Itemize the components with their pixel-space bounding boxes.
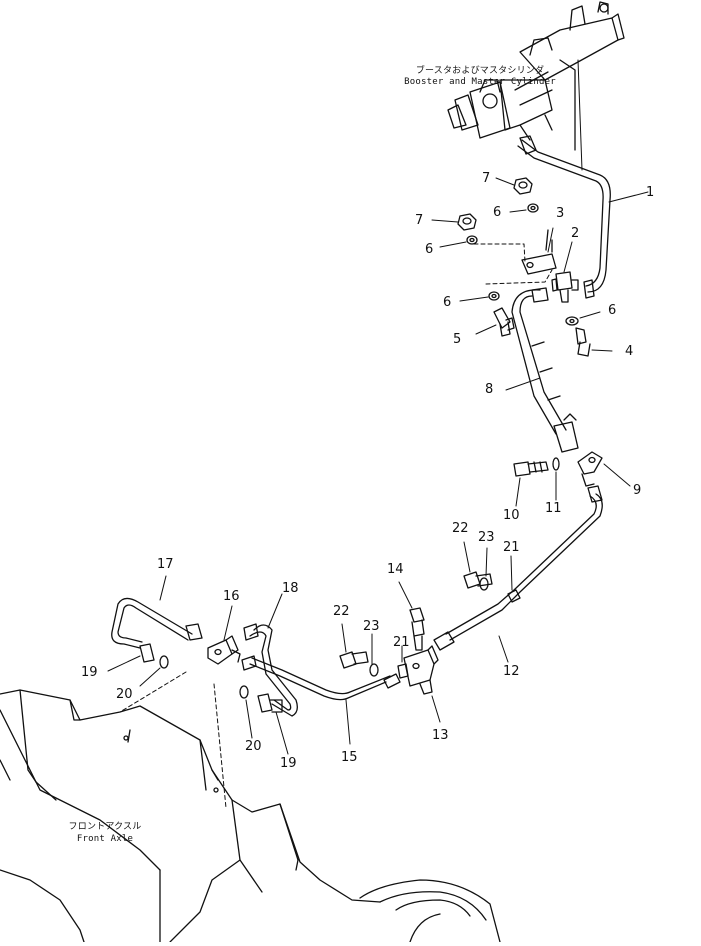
washer-6-a [528, 204, 538, 212]
callout-6-b: 6 [425, 242, 434, 257]
fitting-21-right [398, 664, 408, 678]
callout-13: 13 [432, 728, 449, 743]
callout-16: 16 [223, 589, 240, 604]
tee-joint-16 [208, 636, 240, 664]
callout-21-b: 21 [393, 635, 410, 650]
o-ring-20-left [160, 656, 168, 668]
callout-23-a: 23 [478, 530, 495, 545]
bracket-3 [522, 230, 556, 274]
callout-20-b: 20 [245, 739, 262, 754]
booster-master-cylinder [448, 2, 624, 150]
callout-4: 4 [625, 344, 634, 359]
brake-tube-12 [434, 486, 602, 650]
fitting-19-left [140, 644, 154, 662]
bolt-4 [576, 328, 590, 356]
callout-3: 3 [556, 206, 565, 221]
front-axle-caption-en: Front Axle [76, 834, 134, 844]
clip-9 [578, 452, 602, 486]
booster-caption-jp: ブースタおよびマスタシリンダ [415, 66, 545, 76]
brake-hose-8 [512, 288, 578, 452]
callout-19-a: 19 [81, 665, 98, 680]
callout-8: 8 [485, 382, 494, 397]
callout-20-a: 20 [116, 687, 133, 702]
booster-caption-en: Booster and Master Cylinder [404, 77, 556, 87]
bolt-10 [514, 462, 548, 476]
washer-11 [553, 458, 559, 470]
washer-6-d [566, 317, 578, 325]
callout-2: 2 [571, 226, 580, 241]
fitting-14 [410, 608, 424, 650]
brake-tube-17 [112, 598, 202, 648]
callout-19-b: 19 [280, 756, 297, 771]
o-ring-20-lower [240, 686, 248, 698]
callout-1: 1 [646, 185, 655, 200]
callout-14: 14 [387, 562, 404, 577]
fitting-19-lower [258, 694, 282, 712]
callout-18: 18 [282, 581, 299, 596]
callout-22-a: 22 [452, 521, 469, 536]
front-axle [0, 690, 500, 942]
callout-9: 9 [633, 483, 642, 498]
callout-12: 12 [503, 664, 520, 679]
callout-22-b: 22 [333, 604, 350, 619]
callout-17: 17 [157, 557, 174, 572]
bolt-5 [494, 308, 514, 336]
tee-joint-2 [552, 272, 578, 302]
front-axle-caption-jp: フロントアクスル [68, 822, 142, 832]
callout-11: 11 [545, 501, 562, 516]
callout-10: 10 [503, 508, 520, 523]
brake-tube-18 [244, 624, 297, 716]
callout-6-d: 6 [608, 303, 617, 318]
bolt-22-mid [340, 652, 368, 668]
callout-15: 15 [341, 750, 358, 765]
callout-23-b: 23 [363, 619, 380, 634]
junction-block-13 [404, 646, 438, 694]
nut-7-lower [458, 214, 476, 230]
callout-7-b: 7 [415, 213, 424, 228]
washer-6-b [467, 236, 477, 244]
washer-6-c [489, 292, 499, 300]
callout-21-a: 21 [503, 540, 520, 555]
brake-tube-1 [518, 136, 610, 298]
callout-5: 5 [453, 332, 462, 347]
washer-23-mid [370, 664, 378, 676]
callout-6-a: 6 [493, 205, 502, 220]
washer-23-right [480, 578, 488, 590]
leader-1 [609, 192, 648, 202]
nut-7-upper [514, 178, 532, 194]
callout-6-c: 6 [443, 295, 452, 310]
callout-7-a: 7 [482, 171, 491, 186]
brake-tube-15 [242, 656, 400, 700]
